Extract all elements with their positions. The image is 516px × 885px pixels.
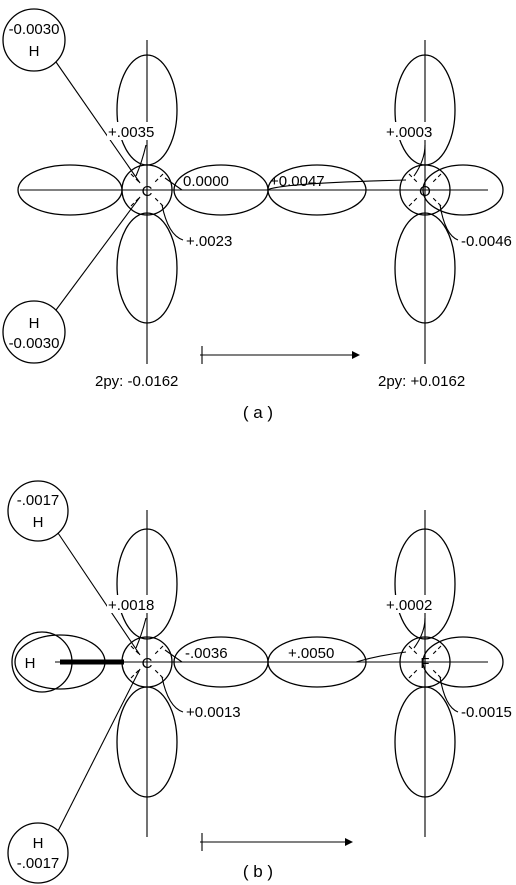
panel-b-c-center-leader <box>161 676 184 713</box>
panel-b-c-up-lobe-label: +.0018 <box>108 597 154 614</box>
panel-a-h-bottom-circle <box>2 300 66 364</box>
panel-b-h-bottom-pointer <box>57 668 141 832</box>
panel-b-c-dashes <box>130 645 164 679</box>
panel-b-h-top-pointer <box>57 532 141 656</box>
panel-b-h-top-value: -.0017 <box>17 492 60 509</box>
panel-b-f-sphere <box>399 636 451 688</box>
panel-a-carbon-atom: C <box>142 183 153 200</box>
panel-a-c-center-leader <box>161 204 184 241</box>
panel-a-caption: ( a ) <box>243 403 273 422</box>
panel-b-h-top-atom: H <box>33 514 44 531</box>
panel-b-arrow-head <box>345 838 353 846</box>
panel-b-f-bond-lobe-label: +.0050 <box>288 645 334 662</box>
panel-a-o-lobe-down <box>394 212 456 324</box>
panel-b-fluorine-atom: F <box>420 655 429 672</box>
panel-b-c-sphere <box>121 636 173 688</box>
panel-a-arrow-head <box>352 351 360 359</box>
panel-b-h-bottom-circle <box>7 822 69 884</box>
panel-b-f-up-leader <box>413 617 426 649</box>
panel-b-f-up-lobe-label: +.0002 <box>386 597 432 614</box>
panel-a-o-center-leader <box>439 204 459 241</box>
panel-a-o-up-lobe-bg <box>385 122 431 140</box>
panel-b-h-bottom-atom: H <box>33 835 44 852</box>
panel-a-h-top-pointer <box>55 61 141 184</box>
panel-a-h-bottom-value: -0.0030 <box>9 335 60 352</box>
panel-b-c-up-leader <box>135 617 147 649</box>
panel-a-h-top-circle <box>2 8 66 72</box>
panel-a-o-up-lobe-label: +.0003 <box>386 124 432 141</box>
panel-a-c-center-label: +.0023 <box>186 233 232 250</box>
panel-a-o-sphere <box>399 164 451 216</box>
panel-b-c-bond-lobe-label: -.0036 <box>185 645 228 662</box>
panel-a-c-2py-label: 2py: -0.0162 <box>95 373 178 390</box>
panel-b-f-lobe-bond <box>267 636 367 688</box>
panel-a: -0.0030 H H -0.0030 +.0035 C 0.0000 +.00… <box>2 8 512 422</box>
panel-b-c-up-lobe-bg <box>107 595 153 613</box>
panel-a-o-bond-leader <box>266 179 407 191</box>
panel-b: -.0017 H H -.0017 H +.0018 C -.0036 +0.0… <box>7 480 512 884</box>
panel-b-f-lobe-up <box>394 528 456 640</box>
panel-a-o-center-label: -0.0046 <box>461 233 512 250</box>
panel-b-c-lobe-up <box>116 528 178 640</box>
panel-a-o-lobe-right <box>422 164 504 216</box>
panel-a-oxygen-atom: O <box>419 183 431 200</box>
panel-a-o-2py-label: 2py: +0.0162 <box>378 373 465 390</box>
panel-b-f-dashes <box>408 645 442 679</box>
panel-b-carbon-atom: C <box>142 655 153 672</box>
panel-b-f-bond-leader <box>355 651 407 663</box>
panel-b-f-lobe-right <box>422 636 504 688</box>
panel-b-f-center-leader <box>439 676 459 713</box>
panel-a-c-lobe-down <box>116 212 178 324</box>
panel-b-h-atom-label: H <box>25 655 36 672</box>
panel-b-f-up-lobe-bg <box>385 595 431 613</box>
panel-a-h-bottom-pointer <box>55 196 141 311</box>
panel-a-c-up-leader <box>135 144 147 177</box>
panel-b-c-center-label: +0.0013 <box>186 704 241 721</box>
panel-a-h-top-value: -0.0030 <box>9 21 60 38</box>
panel-a-c-sphere <box>121 164 173 216</box>
panel-a-c-bond-lobe-label: 0.0000 <box>183 173 229 190</box>
panel-b-f-center-label: -0.0015 <box>461 704 512 721</box>
panel-a-o-up-leader <box>413 144 426 177</box>
panel-b-h-bottom-value: -.0017 <box>17 855 60 872</box>
panel-b-caption: ( b ) <box>243 862 273 881</box>
panel-b-c-bond-leader <box>164 649 183 663</box>
panel-a-o-bond-lobe-label: +0.0047 <box>270 173 325 190</box>
panel-b-h-top-circle <box>7 480 69 542</box>
panel-a-c-bond-leader <box>164 177 183 191</box>
panel-a-c-up-lobe-label: +.0035 <box>108 124 154 141</box>
panel-a-c-up-lobe-bg <box>107 122 153 140</box>
panel-a-h-bottom-atom: H <box>29 315 40 332</box>
panel-a-o-dashes <box>408 173 442 207</box>
panel-a-h-top-atom: H <box>29 43 40 60</box>
